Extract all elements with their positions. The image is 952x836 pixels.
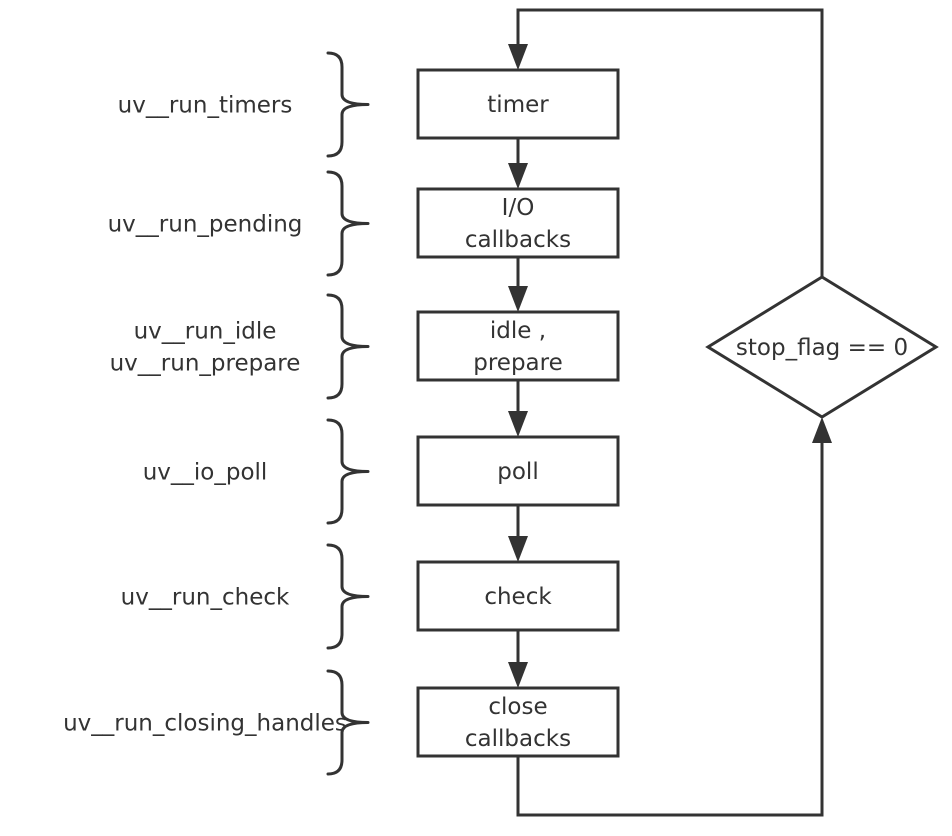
decision-diamond <box>705 275 939 419</box>
arrow-head <box>508 662 528 688</box>
arrow-head <box>508 286 528 312</box>
stage-box-timer <box>416 68 620 140</box>
stage-label-io-callbacks: I/O <box>502 195 535 221</box>
brace-check <box>326 543 370 650</box>
arrow-head <box>812 417 832 443</box>
stage-label-io-callbacks: callbacks <box>465 227 571 253</box>
loop-back-line <box>516 8 824 277</box>
stage-label-close-callbacks: close <box>488 694 547 720</box>
arrow-head <box>508 44 528 70</box>
brace-idle-prepare <box>326 293 370 400</box>
stage-label-poll: poll <box>497 459 538 485</box>
stage-label-idle-prepare: prepare <box>473 350 563 376</box>
stage-box-poll <box>416 435 620 507</box>
stage-label-timer: timer <box>487 92 549 118</box>
brace-timer <box>326 51 370 158</box>
function-label-poll: uv__io_poll <box>143 460 268 486</box>
loop-return-line <box>516 437 824 817</box>
function-label-close-callbacks: uv__run_closing_handles <box>63 711 347 737</box>
arrow-head <box>508 411 528 437</box>
arrow-head <box>508 536 528 562</box>
stage-box-close-callbacks <box>416 686 620 758</box>
function-label-check: uv__run_check <box>121 585 290 611</box>
stage-box-idle-prepare <box>416 310 620 382</box>
stage-label-idle-prepare: idle , <box>490 318 546 344</box>
stage-box-check <box>416 560 620 632</box>
stage-label-close-callbacks: callbacks <box>465 726 571 752</box>
brace-poll <box>326 418 370 525</box>
brace-close-callbacks <box>326 669 370 776</box>
stage-box-io-callbacks <box>416 187 620 259</box>
stage-label-check: check <box>484 584 552 610</box>
function-label-idle-prepare: uv__run_idle <box>134 319 277 345</box>
arrow-head <box>508 163 528 189</box>
brace-io-callbacks <box>326 170 370 277</box>
function-label-idle-prepare: uv__run_prepare <box>110 351 301 377</box>
function-label-io-callbacks: uv__run_pending <box>108 212 303 238</box>
function-label-timer: uv__run_timers <box>118 93 293 119</box>
decision-label: stop_flag == 0 <box>736 335 908 361</box>
